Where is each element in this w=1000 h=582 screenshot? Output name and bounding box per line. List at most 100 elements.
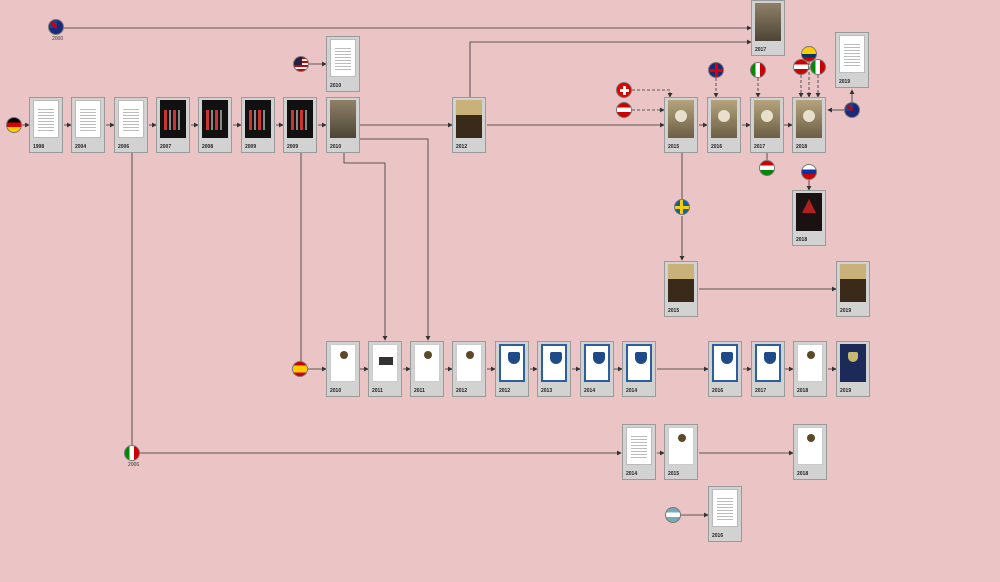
card-thumbnail (584, 344, 610, 382)
document-card[interactable]: 2018 (792, 190, 826, 246)
document-card[interactable]: 2019 (835, 32, 869, 88)
card-year: 2017 (755, 47, 766, 53)
card-year: 2015 (668, 144, 679, 150)
australia-flag-icon (48, 19, 64, 35)
card-year: 2019 (840, 308, 851, 314)
card-thumbnail (118, 100, 144, 138)
document-card[interactable]: 2006 (114, 97, 148, 153)
sweden-flag-icon (674, 199, 690, 215)
card-year: 1998 (33, 144, 44, 150)
card-year: 2012 (456, 388, 467, 394)
card-thumbnail (711, 100, 737, 138)
card-year: 2018 (797, 471, 808, 477)
card-year: 2015 (668, 471, 679, 477)
document-card[interactable]: 2012 (452, 341, 486, 397)
document-card[interactable]: 2014 (622, 424, 656, 480)
document-card[interactable]: 2011 (410, 341, 444, 397)
document-card[interactable]: 2019 (836, 261, 870, 317)
card-thumbnail (330, 100, 356, 138)
document-card[interactable]: 2017 (751, 0, 785, 56)
austria-flag-icon (793, 59, 809, 75)
card-thumbnail (75, 100, 101, 138)
card-thumbnail (330, 344, 356, 382)
document-card[interactable]: 2016 (707, 97, 741, 153)
document-card[interactable]: 2015 (664, 97, 698, 153)
document-card[interactable]: 1998 (29, 97, 63, 153)
edge (344, 153, 385, 340)
document-card[interactable]: 2010 (326, 36, 360, 92)
document-card[interactable]: 2015 (664, 261, 698, 317)
card-year: 2004 (75, 144, 86, 150)
document-card[interactable]: 2017 (751, 341, 785, 397)
card-year: 2016 (712, 533, 723, 539)
italy-flag-icon (810, 59, 826, 75)
card-year: 2015 (668, 308, 679, 314)
card-thumbnail (541, 344, 567, 382)
switzerland-flag-icon (616, 82, 632, 98)
card-thumbnail (456, 344, 482, 382)
austria-flag-icon (616, 102, 632, 118)
card-year: 2016 (711, 144, 722, 150)
document-card[interactable]: 2009 (283, 97, 317, 153)
flag-year-label: 2006 (128, 462, 139, 468)
card-thumbnail (712, 344, 738, 382)
document-card[interactable]: 2015 (664, 424, 698, 480)
document-card[interactable]: 2012 (452, 97, 486, 153)
document-card[interactable]: 2011 (368, 341, 402, 397)
italy-flag-icon (750, 62, 766, 78)
argentina-flag-icon (665, 507, 681, 523)
document-card[interactable]: 2004 (71, 97, 105, 153)
card-year: 2014 (626, 471, 637, 477)
edge (360, 139, 428, 340)
card-thumbnail (796, 100, 822, 138)
card-year: 2010 (330, 144, 341, 150)
card-thumbnail (287, 100, 313, 138)
card-year: 2012 (456, 144, 467, 150)
card-thumbnail (839, 35, 865, 73)
card-year: 2014 (584, 388, 595, 394)
card-year: 2012 (499, 388, 510, 394)
document-card[interactable]: 2016 (708, 486, 742, 542)
card-thumbnail (626, 427, 652, 465)
document-card[interactable]: 2019 (836, 341, 870, 397)
document-card[interactable]: 2007 (156, 97, 190, 153)
card-thumbnail (840, 264, 866, 302)
card-year: 2011 (414, 388, 425, 394)
document-card[interactable]: 2009 (241, 97, 275, 153)
document-card[interactable]: 2010 (326, 341, 360, 397)
card-thumbnail (33, 100, 59, 138)
document-card[interactable]: 2014 (622, 341, 656, 397)
document-card[interactable]: 2014 (580, 341, 614, 397)
card-year: 2014 (626, 388, 637, 394)
document-card[interactable]: 2008 (198, 97, 232, 153)
italy-flag-icon (124, 445, 140, 461)
germany-flag-icon (6, 117, 22, 133)
card-thumbnail (456, 100, 482, 138)
document-card[interactable]: 2018 (793, 341, 827, 397)
card-thumbnail (796, 193, 822, 231)
card-thumbnail (414, 344, 440, 382)
document-card[interactable]: 2018 (793, 424, 827, 480)
card-year: 2010 (330, 388, 341, 394)
card-year: 2008 (202, 144, 213, 150)
document-card[interactable]: 2018 (792, 97, 826, 153)
card-thumbnail (755, 344, 781, 382)
card-thumbnail (330, 39, 356, 77)
document-card[interactable]: 2017 (750, 97, 784, 153)
document-card[interactable]: 2010 (326, 97, 360, 153)
document-card[interactable]: 2012 (495, 341, 529, 397)
card-year: 2009 (245, 144, 256, 150)
card-year: 2019 (840, 388, 851, 394)
card-year: 2006 (118, 144, 129, 150)
card-thumbnail (755, 3, 781, 41)
card-thumbnail (712, 489, 738, 527)
hungary-flag-icon (759, 160, 775, 176)
australia-flag-icon (844, 102, 860, 118)
card-thumbnail (499, 344, 525, 382)
document-card[interactable]: 2016 (708, 341, 742, 397)
card-thumbnail (797, 344, 823, 382)
card-year: 2018 (796, 237, 807, 243)
card-year: 2018 (797, 388, 808, 394)
card-year: 2013 (541, 388, 552, 394)
document-card[interactable]: 2013 (537, 341, 571, 397)
